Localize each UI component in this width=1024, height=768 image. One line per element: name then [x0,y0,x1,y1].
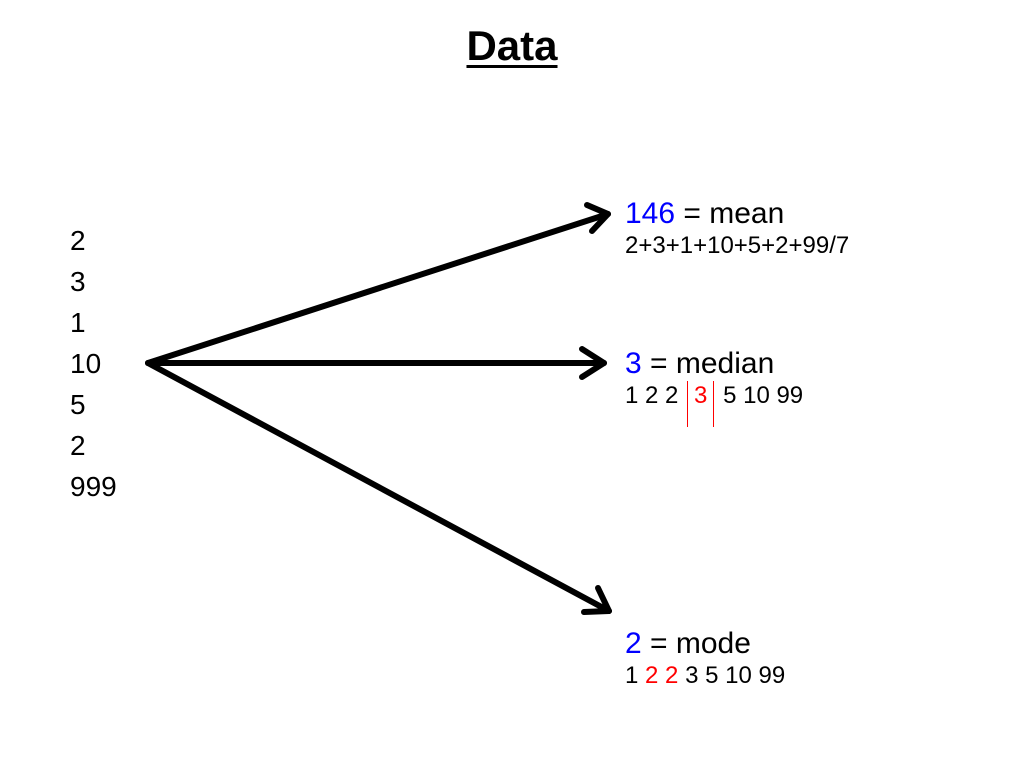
arrow-to-mean [145,211,611,366]
mode-repeat-value: 2 [665,662,679,689]
data-value: 2 [70,225,86,256]
mean-result: 146 = mean 2+3+1+10+5+2+99/7 [625,197,849,261]
mode-repeat-value: 2 [645,662,659,689]
data-value: 5 [70,389,86,420]
data-value: 999 [70,471,117,502]
arrow-to-mode-head [581,585,612,615]
median-heading: 3 = median [625,347,803,381]
data-value: 1 [70,307,86,338]
mean-heading: 146 = mean [625,197,849,231]
arrow-to-median-head [579,346,607,380]
median-sorted-list: 1 2 2 3 5 10 99 [625,381,803,427]
data-value: 2 [70,430,86,461]
arrow-to-mode [145,360,612,614]
arrow-to-mean-head [584,202,611,234]
median-value: 3 [625,347,642,380]
median-middle-value: 3 [687,381,715,427]
mode-heading: 2 = mode [625,627,785,661]
mode-value: 2 [625,627,642,660]
median-sorted-after: 5 10 99 [716,382,804,409]
mode-sorted-list: 1 2 2 3 5 10 99 [625,661,785,691]
page-title: Data [466,22,558,69]
mean-label: = mean [675,197,785,230]
mode-sorted-start: 1 [625,662,646,689]
median-result: 3 = median 1 2 2 3 5 10 99 [625,347,803,427]
data-values-list: 2 3 1 10 5 2 999 [70,220,117,507]
mode-sorted-rest: 3 5 10 99 [678,662,786,689]
mean-formula: 2+3+1+10+5+2+99/7 [625,232,850,259]
mode-label: = mode [641,627,751,660]
median-sorted-before: 1 2 2 [625,382,686,409]
data-value: 10 [70,348,102,379]
mode-result: 2 = mode 1 2 2 3 5 10 99 [625,627,785,691]
data-value: 3 [70,266,86,297]
median-label: = median [641,347,775,380]
mean-value: 146 [625,197,676,230]
